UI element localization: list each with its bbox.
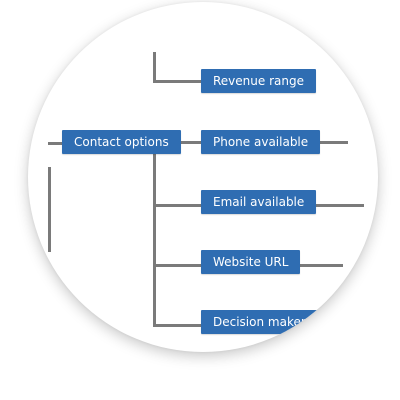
- connector-upper-horizontal: [153, 80, 201, 83]
- node-decision-maker: Decision maker: [201, 310, 318, 334]
- node-website-url: Website URL: [201, 250, 301, 274]
- connector-parent-to-first: [171, 141, 201, 144]
- node-email-available: Email available: [201, 190, 317, 214]
- connector-branch-website: [153, 264, 201, 267]
- lens-circle: Revenue range Contact options Phone avai…: [28, 2, 378, 352]
- connector-upper-vertical: [153, 52, 156, 82]
- connector-left-horizontal: [48, 142, 63, 145]
- tail-email: [304, 204, 364, 207]
- connector-trunk: [153, 154, 156, 326]
- node-revenue-range: Revenue range: [201, 69, 316, 93]
- connector-left-vertical: [48, 167, 51, 252]
- tail-website: [291, 264, 343, 267]
- node-contact-options: Contact options: [62, 130, 181, 154]
- connector-branch-email: [153, 204, 201, 207]
- connector-branch-decision: [153, 324, 201, 327]
- node-phone-available: Phone available: [201, 130, 321, 154]
- tail-phone: [308, 141, 348, 144]
